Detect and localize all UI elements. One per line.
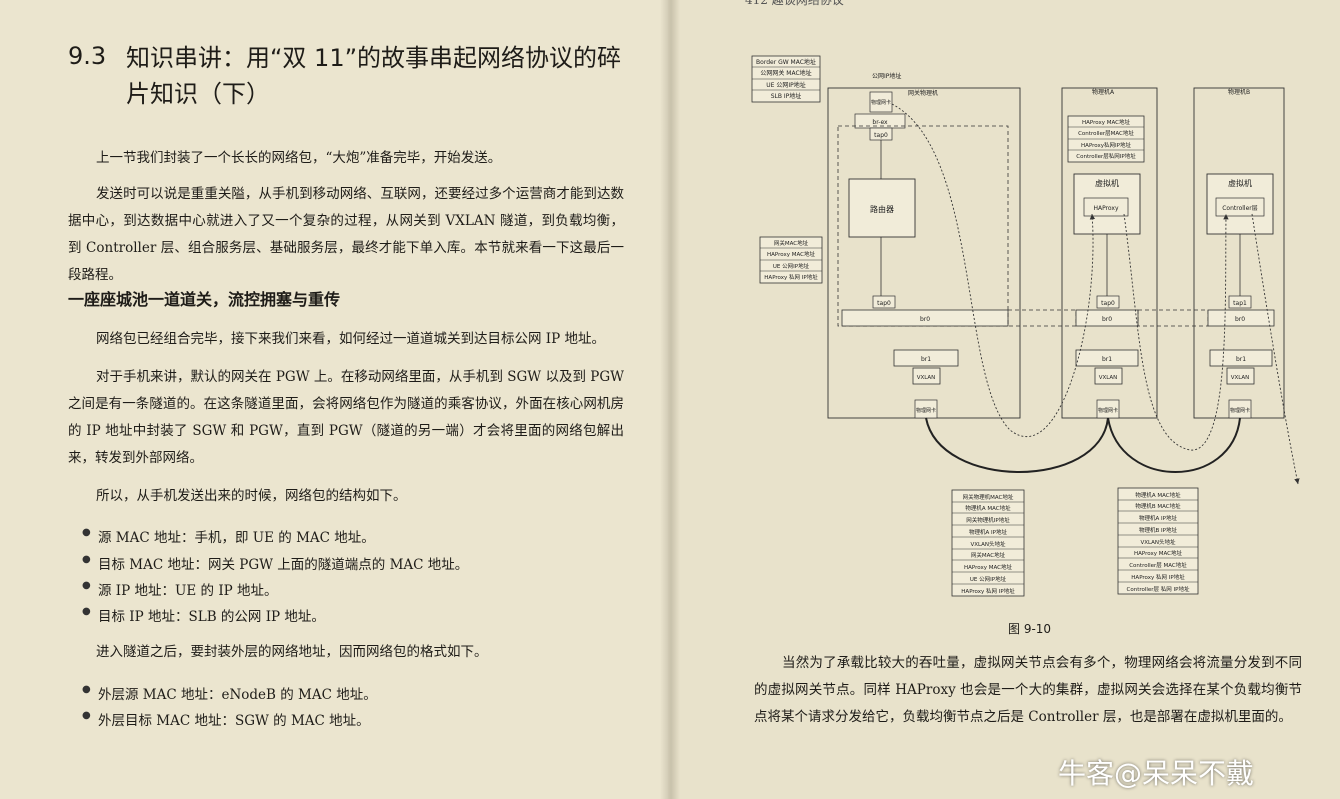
paragraph-1: 上一节我们封装了一个长长的网络包，“大炮”准备完毕，开始发送。: [96, 150, 502, 166]
bullet-item: 外层源 MAC 地址：eNodeB 的 MAC 地址。: [82, 683, 377, 703]
bullet-item: 目标 IP 地址：SLB 的公网 IP 地址。: [82, 605, 325, 625]
bullet-item: 外层目标 MAC 地址：SGW 的 MAC 地址。: [82, 709, 370, 729]
paragraph-3: 网络包已经组合完毕，接下来我们来看，如何经过一道道城关到达目标公网 IP 地址。: [96, 331, 605, 347]
paragraph-4: 对于手机来讲，默认的网关在 PGW 上。在移动网络里面，从手机到 SGW 以及到…: [68, 369, 624, 466]
paragraph-6: 进入隧道之后，要封装外层的网络地址，因而网络包的格式如下。: [96, 644, 488, 660]
subsection-heading: 一座座城池一道道关，流控拥塞与重传: [68, 290, 341, 309]
bullet-item: 目标 MAC 地址：网关 PGW 上面的隧道端点的 MAC 地址。: [82, 553, 468, 573]
paragraph-5: 所以，从手机发送出来的时候，网络包的结构如下。: [96, 488, 407, 504]
figure-caption: 图 9-10: [1008, 622, 1052, 636]
section-title: 知识串讲：用“双 11”的故事串起网络协议的碎片知识（下）: [126, 44, 622, 108]
left-page: [0, 0, 668, 799]
section-number: 9.3: [68, 42, 107, 70]
bullet-item: 源 IP 地址：UE 的 IP 地址。: [82, 579, 277, 599]
watermark: 牛客@呆呆不戴: [1058, 757, 1255, 790]
bullet-item: 源 MAC 地址：手机，即 UE 的 MAC 地址。: [82, 526, 375, 546]
book-gutter: [660, 0, 680, 799]
running-header: 412 趣谈网络协议: [745, 0, 844, 7]
paragraph-2: 发送时可以说是重重关隘，从手机到移动网络、互联网，还要经过多个运营商才能到达数据…: [68, 186, 624, 283]
right-paragraph: 当然为了承载比较大的吞吐量，虚拟网关节点会有多个，物理网络会将流量分发到不同的虚…: [754, 655, 1302, 725]
